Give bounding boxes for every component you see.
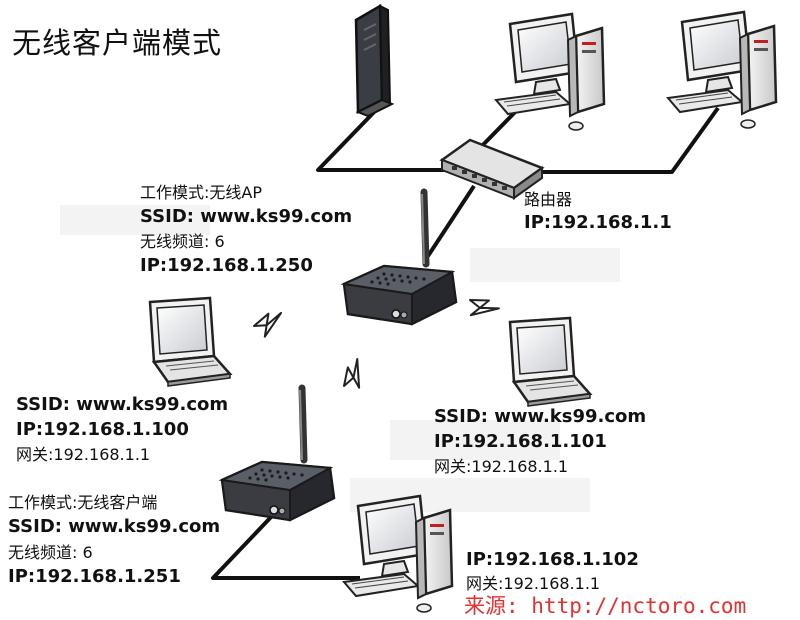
source-watermark: 来源: http://nctoro.com [464, 594, 747, 618]
ap-ip: IP:192.168.1.250 [140, 255, 313, 276]
laptop-right-icon [508, 316, 592, 408]
laptop-right-gateway: 网关:192.168.1.1 [434, 457, 569, 476]
cable-switch-ap [426, 184, 476, 258]
router-name: 路由器 [524, 190, 573, 209]
cable-pc2-switch [538, 106, 720, 174]
laptop-right-ip: IP:192.168.1.101 [434, 431, 607, 452]
desktop-pc-bottom-icon [342, 494, 454, 614]
desktop-pc-2-icon [666, 10, 778, 130]
client-channel: 无线频道: 6 [8, 543, 93, 562]
modem-icon [354, 3, 395, 118]
desktop-bottom-gateway: 网关:192.168.1.1 [466, 574, 601, 593]
laptop-left-icon [148, 296, 232, 388]
diagram-title: 无线客户端模式 [12, 26, 223, 60]
router-icon [439, 138, 545, 200]
client-ssid: SSID: www.ks99.com [8, 516, 221, 537]
wireless-client-icon [222, 388, 334, 520]
laptop-left-ip: IP:192.168.1.100 [16, 419, 189, 440]
laptop-left-ssid: SSID: www.ks99.com [16, 394, 229, 415]
router-ip: IP:192.168.1.1 [524, 212, 672, 233]
ap-channel: 无线频道: 6 [140, 232, 225, 251]
ap-mode: 工作模式:无线AP [140, 183, 262, 202]
client-ip: IP:192.168.1.251 [8, 566, 181, 587]
client-mode: 工作模式:无线客户端 [8, 493, 158, 512]
wireless-signal-down-icon [337, 356, 373, 394]
wireless-signal-left-icon [250, 308, 289, 340]
laptop-right-ssid: SSID: www.ks99.com [434, 406, 647, 427]
laptop-left-gateway: 网关:192.168.1.1 [16, 445, 151, 464]
ap-ssid: SSID: www.ks99.com [140, 206, 353, 227]
cable-modem-switch [316, 106, 448, 172]
desktop-pc-1-icon [494, 12, 606, 132]
cable-client-desktop [211, 514, 360, 580]
access-point-icon [344, 192, 456, 324]
wireless-signal-right-icon [464, 293, 502, 325]
desktop-bottom-ip: IP:192.168.1.102 [466, 549, 639, 570]
